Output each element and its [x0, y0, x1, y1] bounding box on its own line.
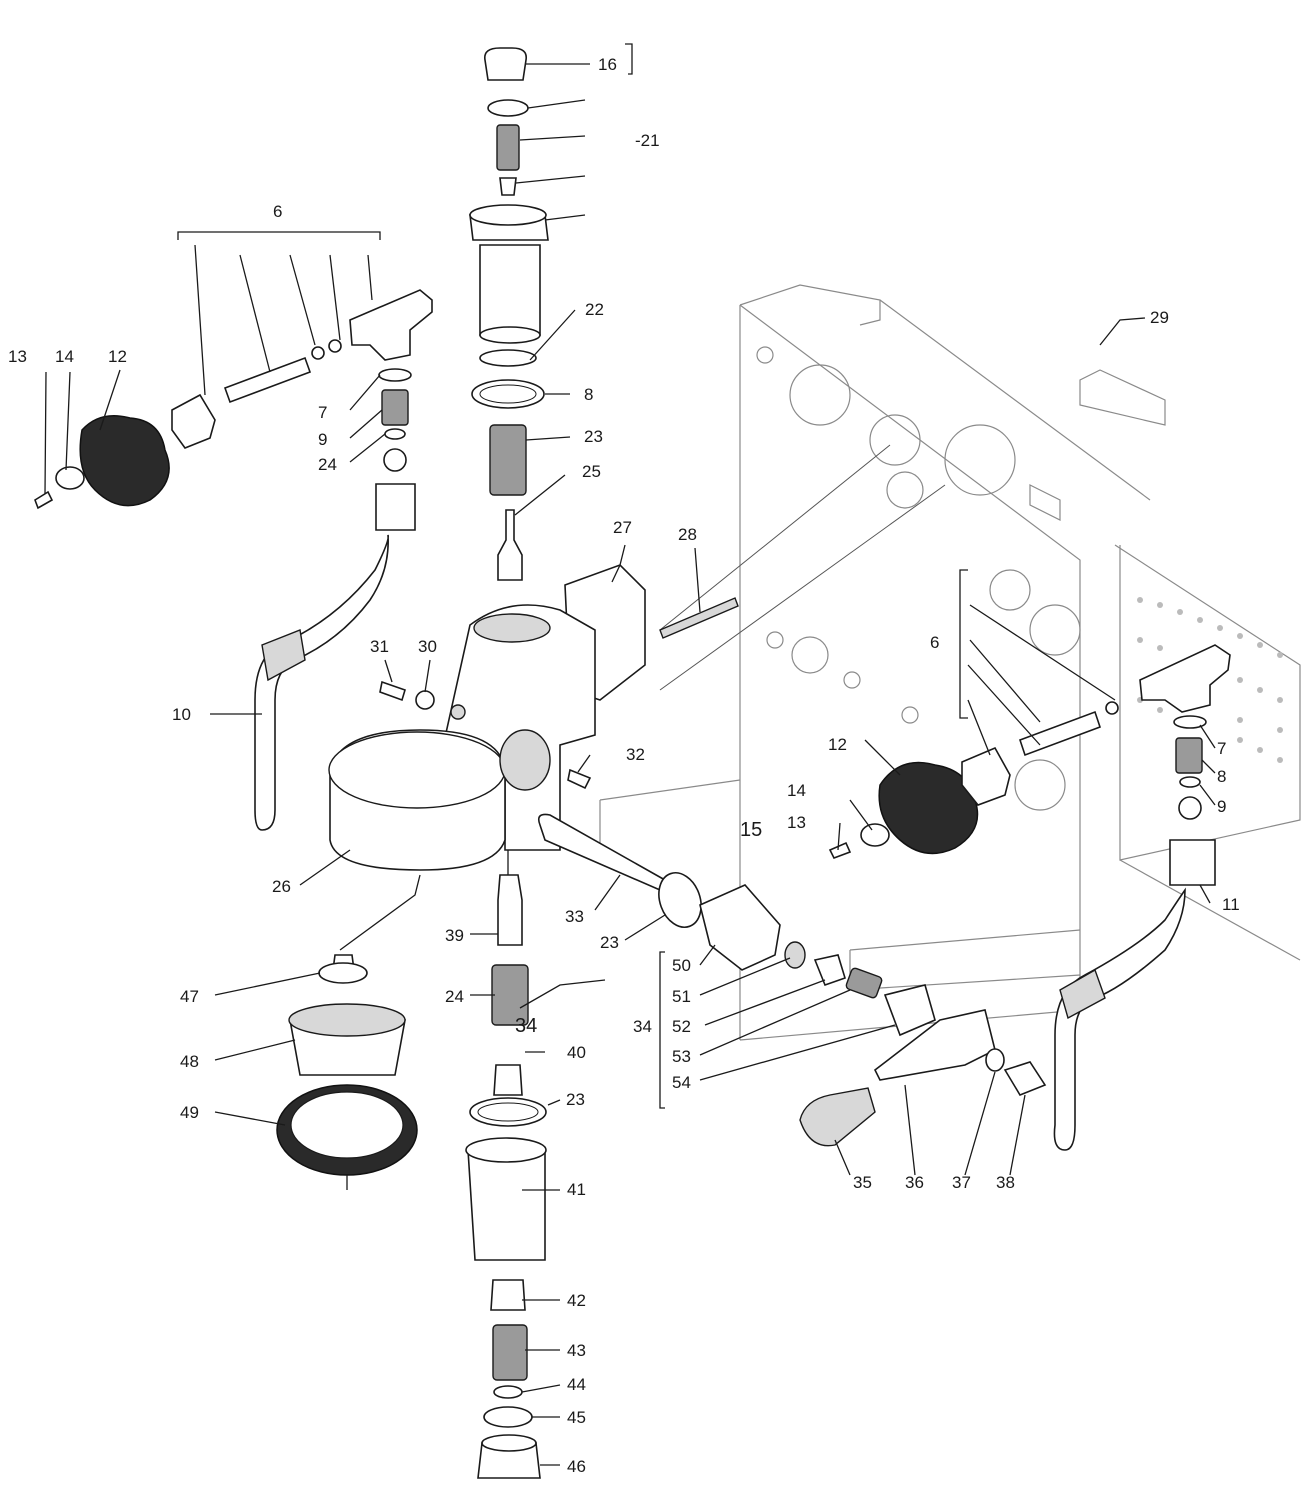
- callout-12-left: 12: [108, 347, 127, 366]
- left-steam-valve: [34, 289, 433, 831]
- callout-13-left: 13: [8, 347, 27, 366]
- upper-valve-stack: [469, 47, 549, 581]
- callout-16: 16: [598, 55, 617, 74]
- callout-25: 25: [582, 462, 601, 481]
- callout-6-right: 6: [930, 633, 939, 652]
- callout-21: -21: [635, 131, 660, 150]
- callout-33: 33: [565, 907, 584, 926]
- callout-10: 10: [172, 705, 191, 724]
- callout-49: 49: [180, 1103, 199, 1122]
- callout-43: 43: [567, 1341, 586, 1360]
- filter-basket-group: [276, 954, 418, 1176]
- lower-valve-stack: [465, 874, 547, 1479]
- callout-23-top: 8: [584, 385, 593, 404]
- callout-31: 31: [370, 637, 389, 656]
- callout-28: 28: [678, 525, 697, 544]
- callout-15: 15: [740, 819, 762, 841]
- callout-30: 30: [418, 637, 437, 656]
- right-steam-valve: [828, 644, 1231, 1151]
- callout-8-right: 8: [1217, 767, 1226, 786]
- callout-45: 45: [567, 1408, 586, 1427]
- callout-50: 50: [672, 956, 691, 975]
- callout-13-right: 13: [787, 813, 806, 832]
- callout-39: 39: [445, 926, 464, 945]
- callout-22: 22: [585, 300, 604, 319]
- machine-frame: [599, 284, 1301, 1041]
- callout-29: 29: [1150, 308, 1169, 327]
- steam-tap-assembly: [658, 872, 1047, 1147]
- group-head-body: [328, 564, 739, 892]
- callout-35: 35: [853, 1173, 872, 1192]
- callout-9-left: 24: [318, 455, 337, 474]
- callout-7-left: 7: [318, 403, 327, 422]
- callout-23-bottom: 23: [566, 1090, 585, 1109]
- callout-51: 51: [672, 987, 691, 1006]
- callout-27: 27: [613, 518, 632, 537]
- callout-41: 41: [567, 1180, 586, 1199]
- callout-47: 47: [180, 987, 199, 1006]
- callout-14-right: 14: [787, 781, 806, 800]
- callout-52: 52: [672, 1017, 691, 1036]
- callout-32: 32: [626, 745, 645, 764]
- callout-42: 42: [567, 1291, 586, 1310]
- callout-34-bracket: 34: [633, 1017, 652, 1036]
- callout-23-mid: 23: [600, 933, 619, 952]
- callout-11: 11: [1222, 895, 1240, 914]
- callout-6-left: 6: [273, 202, 282, 221]
- callout-34-main: 34: [515, 1015, 537, 1037]
- callout-44: 44: [567, 1375, 586, 1394]
- callout-12-right: 12: [828, 735, 847, 754]
- callout-40: 40: [567, 1043, 586, 1062]
- callout-37: 37: [952, 1173, 971, 1192]
- callout-48: 48: [180, 1052, 199, 1071]
- callout-7-right: 7: [1217, 739, 1226, 758]
- callout-53: 53: [672, 1047, 691, 1066]
- callout-24-top: 23: [584, 427, 603, 446]
- callout-9-right: 9: [1217, 797, 1226, 816]
- callout-26: 26: [272, 877, 291, 896]
- callout-14-left: 14: [55, 347, 74, 366]
- callout-36: 36: [905, 1173, 924, 1192]
- callout-labels: 16 -21 6 22 29 13 14 12 7 8 9 23 24 25 2…: [8, 55, 1240, 1476]
- callout-24-bottom: 24: [445, 987, 464, 1006]
- leader-lines: [44, 43, 1216, 1466]
- callout-46: 46: [567, 1457, 586, 1476]
- callout-38: 38: [996, 1173, 1015, 1192]
- callout-54: 54: [672, 1073, 691, 1092]
- callout-8-left: 9: [318, 430, 327, 449]
